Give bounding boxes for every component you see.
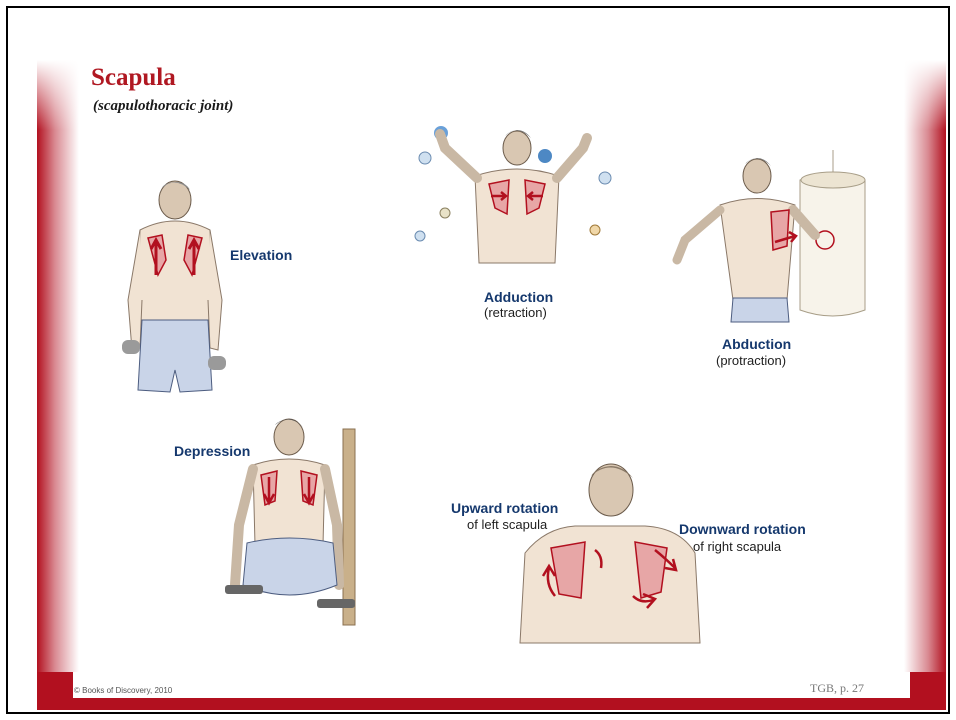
downward-rotation-sublabel: of right scapula: [693, 539, 781, 554]
downward-rotation-label: Downward rotation: [679, 521, 806, 537]
upward-rotation-label: Upward rotation: [451, 500, 558, 516]
abduction-sublabel: (protraction): [716, 353, 786, 368]
adduction-sublabel: (retraction): [484, 305, 547, 320]
elevation-illustration: [120, 180, 230, 400]
upward-rotation-sublabel: of left scapula: [467, 517, 547, 532]
abduction-label: Abduction: [722, 336, 791, 352]
adduction-label: Adduction: [484, 289, 553, 305]
copyright-notice: © Books of Discovery, 2010: [74, 686, 172, 695]
adduction-illustration: [405, 118, 625, 268]
depression-label: Depression: [174, 443, 250, 459]
slide-subtitle: (scapulothoracic joint): [93, 98, 233, 115]
slide-title: Scapula: [91, 64, 176, 92]
rotation-illustration: [515, 458, 705, 648]
page-reference: TGB, p. 27: [810, 681, 864, 696]
abduction-illustration: [675, 150, 870, 330]
elevation-label: Elevation: [230, 247, 292, 263]
